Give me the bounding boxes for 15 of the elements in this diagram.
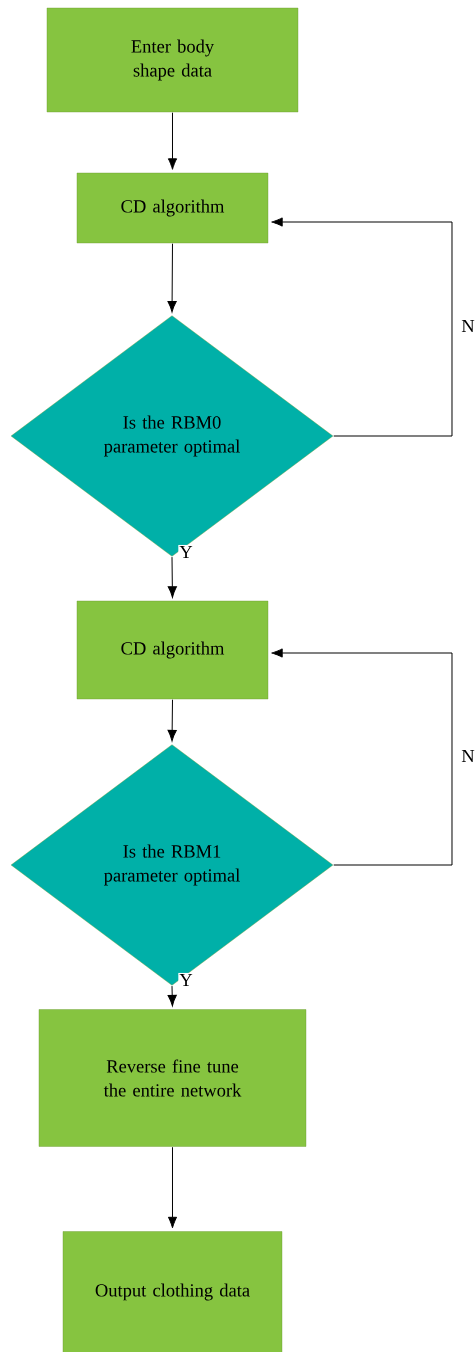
arrow	[271, 217, 453, 437]
process-box: CD algorithm	[76, 600, 269, 700]
arrow	[167, 985, 177, 1007]
arrow	[167, 556, 177, 598]
arrow	[167, 1146, 178, 1229]
arrow	[167, 699, 177, 742]
arrow	[167, 112, 178, 170]
arrow	[167, 243, 177, 313]
process-box: Reverse fine tune the entire network	[38, 1009, 307, 1147]
process-box: Output clothing data	[62, 1231, 283, 1352]
edge-label: N	[460, 318, 476, 334]
process-box: Enter body shape data	[46, 7, 299, 113]
arrow	[271, 648, 453, 866]
process-box: CD algorithm	[76, 172, 269, 244]
edge-label: N	[460, 748, 476, 764]
